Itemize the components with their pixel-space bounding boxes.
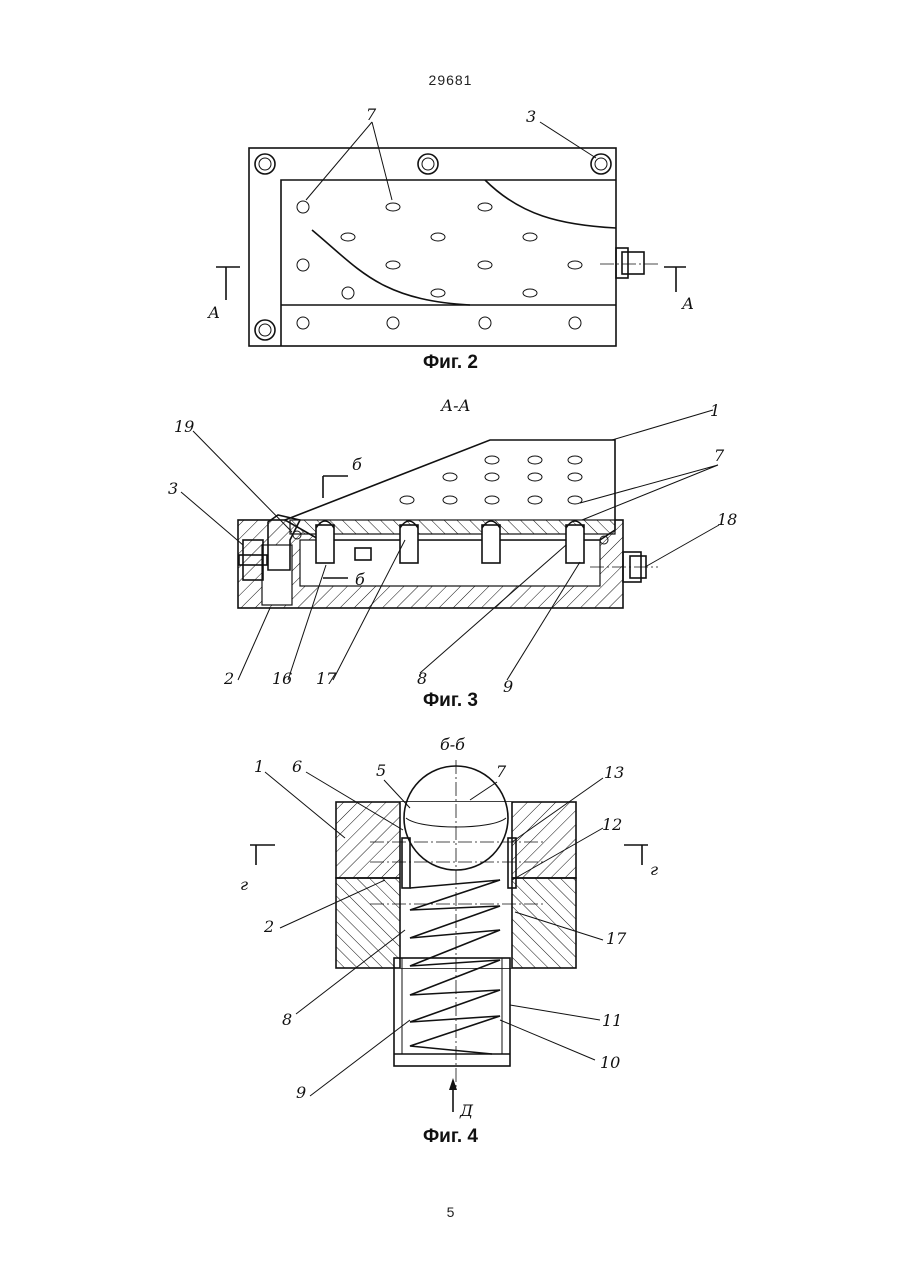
label-7: 7 <box>366 105 377 124</box>
label-2: 2 <box>263 917 274 936</box>
label-17: 17 <box>606 929 627 948</box>
label-viewD: Д <box>459 1101 474 1120</box>
label-secB-bot: б <box>355 570 365 589</box>
label-19: 19 <box>174 417 194 436</box>
fig3-section-view: А-А б <box>168 396 737 696</box>
bolt-icon <box>255 154 611 340</box>
label-6: 6 <box>292 757 302 776</box>
label-secG-left: г <box>240 875 248 894</box>
fig2-plan-view: А А 7 3 <box>207 105 694 346</box>
label-secA-left: А <box>207 303 220 322</box>
fig4-caption: Фиг. 4 <box>0 1126 901 1148</box>
fig3-caption: Фиг. 3 <box>0 690 901 712</box>
label-secA-right: А <box>681 294 694 313</box>
label-5: 5 <box>376 761 386 780</box>
label-10: 10 <box>600 1053 620 1072</box>
ball-grid <box>297 201 582 329</box>
label-1: 1 <box>710 401 720 420</box>
label-8: 8 <box>282 1010 292 1029</box>
label-9: 9 <box>296 1083 306 1102</box>
label-13: 13 <box>604 763 624 782</box>
fig3-section-title: А-А <box>440 396 471 415</box>
label-secB-top: б <box>352 455 362 474</box>
fig4-detail-section: б-б г г Д 1 <box>240 735 658 1120</box>
fig2-caption: Фиг. 2 <box>0 352 901 374</box>
label-secG-right: г <box>650 860 658 879</box>
label-11: 11 <box>602 1011 622 1030</box>
label-7: 7 <box>496 762 507 781</box>
label-18: 18 <box>717 510 737 529</box>
page-number: 5 <box>0 1204 901 1220</box>
label-3: 3 <box>168 479 178 498</box>
label-1: 1 <box>254 757 264 776</box>
label-16: 16 <box>272 669 292 688</box>
label-12: 12 <box>602 815 622 834</box>
fig4-section-title: б-б <box>440 735 465 754</box>
label-7: 7 <box>714 446 725 465</box>
label-17: 17 <box>316 669 337 688</box>
label-3: 3 <box>526 107 536 126</box>
label-8: 8 <box>417 669 427 688</box>
label-2: 2 <box>223 669 234 688</box>
